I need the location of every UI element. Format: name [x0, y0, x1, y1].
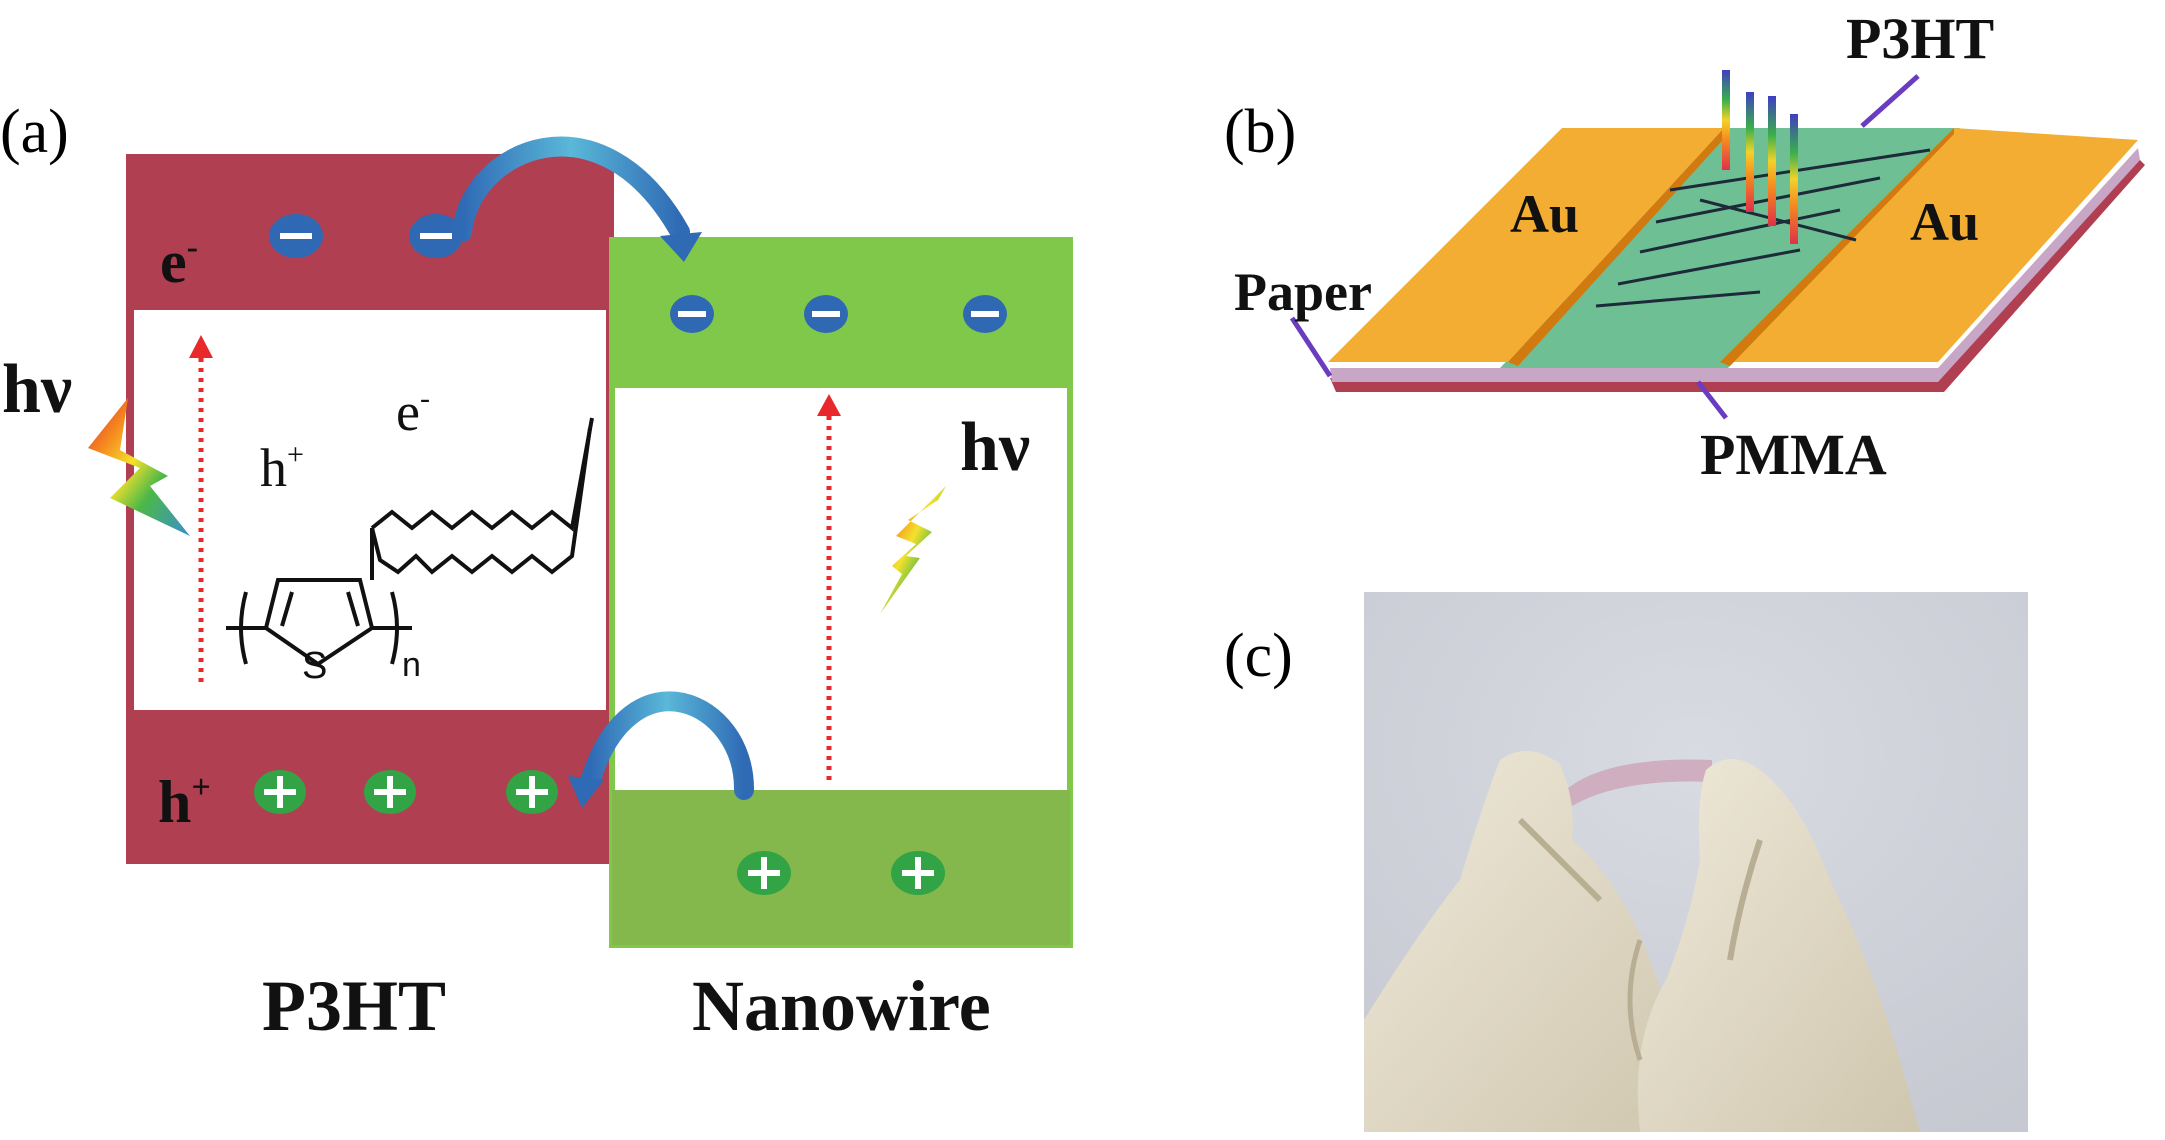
nanowire-valence-band — [612, 790, 1070, 945]
electron-icon — [409, 214, 463, 258]
p3ht-holes — [254, 770, 558, 814]
inner-electron-label: e- — [396, 382, 430, 442]
p3ht-molecule-structure — [226, 417, 594, 667]
lightning-bolt-left-icon — [88, 398, 190, 536]
au-right-label: Au — [1910, 192, 1979, 252]
excitation-arrow-left — [189, 335, 213, 682]
hole-icon — [506, 770, 558, 814]
light-rays — [1722, 70, 1798, 244]
inner-hole-label: h+ — [260, 438, 304, 498]
thiophene-sulfur-label: S — [302, 645, 327, 687]
photon-label-left: hν — [2, 351, 72, 428]
panel-b-label: (b) — [1224, 98, 1296, 166]
electron-icon — [963, 295, 1007, 333]
au-electrode-left — [1328, 128, 1724, 362]
photon-label-right: hν — [960, 409, 1030, 486]
hole-icon — [254, 770, 306, 814]
panel-a: (a) e- h+ — [0, 98, 1073, 1046]
nanowire-holes — [737, 851, 945, 895]
paper-label: Paper — [1234, 262, 1372, 322]
panel-c-label: (c) — [1224, 622, 1293, 690]
pmma-label: PMMA — [1700, 422, 1887, 487]
pmma-pointer — [1696, 380, 1728, 420]
electron-icon — [269, 214, 323, 258]
electron-transfer-arrow — [452, 136, 702, 262]
panel-a-label: (a) — [0, 98, 69, 166]
electron-icon — [670, 295, 714, 333]
p3ht-channel — [1500, 128, 1960, 368]
p3ht-label: P3HT — [1846, 6, 1994, 71]
p3ht-conduction-band — [130, 158, 610, 310]
panel-c: (c) — [1224, 592, 2028, 1132]
p3ht-caption: P3HT — [262, 966, 446, 1046]
hole-icon — [737, 851, 791, 895]
panel-b: (b) Au Au P3HT — [1224, 6, 2145, 487]
au-left-label: Au — [1510, 184, 1579, 244]
hole-icon — [891, 851, 945, 895]
p3ht-electrons — [269, 214, 463, 258]
electron-icon — [804, 295, 848, 333]
excitation-arrow-right — [817, 394, 841, 780]
electron-band-label: e- — [160, 229, 198, 295]
nanowire-electrons — [670, 295, 1007, 333]
hole-band-label: h+ — [158, 769, 211, 835]
repeat-unit-subscript: n — [402, 646, 421, 684]
hole-icon — [364, 770, 416, 814]
nanowire-caption: Nanowire — [692, 966, 991, 1046]
au-electrode-right — [1720, 128, 2138, 362]
device-photo — [1364, 592, 2028, 1132]
hole-transfer-arrow — [568, 691, 755, 808]
p3ht-pointer — [1860, 74, 1920, 128]
paper-pointer — [1289, 316, 1333, 378]
